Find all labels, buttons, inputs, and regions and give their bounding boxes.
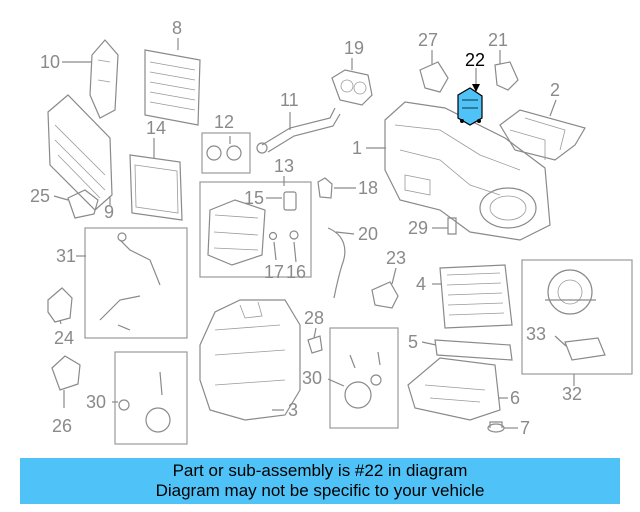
cap-part-15 (283, 191, 297, 211)
group-frame-12 (201, 132, 251, 174)
oring-part-16 (289, 230, 299, 240)
callout-1: 1 (352, 138, 362, 158)
leader-lines (53, 38, 575, 429)
seals-part-12 (206, 145, 242, 161)
actuator-part-22 (457, 87, 483, 126)
lower-cover-part-6 (407, 357, 501, 421)
callout-7: 7 (520, 418, 530, 438)
oring-part-17 (268, 231, 278, 241)
actuator-part-26 (51, 355, 81, 391)
callout-12: 12 (214, 112, 234, 132)
callout-33: 33 (526, 324, 546, 344)
callout-24: 24 (54, 328, 74, 348)
group-frame-30-left (114, 351, 188, 445)
gasket-part-19 (331, 69, 373, 106)
flap-part-30-left (118, 371, 171, 433)
blower-motor-part-32 (545, 269, 596, 315)
callout-18: 18 (358, 178, 378, 198)
group-frame-32 (521, 259, 633, 375)
callout-6: 6 (510, 388, 520, 408)
callout-20: 20 (358, 224, 378, 244)
actuator-part-24 (47, 287, 73, 323)
callout-14: 14 (146, 118, 166, 138)
callout-30-right: 30 (302, 368, 322, 388)
group-frame-30-right (329, 327, 399, 429)
group-frame-31 (84, 227, 188, 339)
callout-9: 9 (104, 202, 114, 222)
sensor-part-23 (371, 281, 399, 309)
bracket-part-10 (89, 39, 119, 119)
callout-2: 2 (550, 80, 560, 100)
callout-28: 28 (304, 308, 324, 328)
callout-30-left: 30 (86, 392, 106, 412)
callout-27: 27 (418, 30, 438, 50)
evaporator-part-9 (47, 94, 113, 211)
callout-10: 10 (40, 52, 60, 72)
filter-frame-part-5 (434, 339, 513, 361)
callout-5: 5 (408, 332, 418, 352)
callout-29: 29 (408, 218, 428, 238)
heater-core-part-8 (144, 49, 201, 126)
filter-part-4 (439, 264, 513, 329)
hvac-housing-part-1 (384, 101, 551, 241)
callout-16: 16 (286, 262, 306, 282)
expansion-valve-part-13 (207, 199, 266, 266)
callout-3: 3 (288, 400, 298, 420)
cabin-filter-part-14 (129, 154, 183, 221)
callout-25: 25 (30, 186, 50, 206)
bolt-part-29 (447, 217, 457, 235)
callout-15: 15 (244, 188, 264, 208)
duct-part-2 (499, 109, 586, 161)
bracket-part-27 (419, 61, 449, 93)
callout-8: 8 (172, 18, 182, 38)
grommet-part-18 (317, 177, 333, 199)
lower-housing-part-3 (199, 299, 301, 421)
actuator-part-25 (67, 189, 99, 219)
callout-17: 17 (264, 262, 284, 282)
callout-32: 32 (562, 384, 582, 404)
callout-21: 21 (488, 30, 508, 50)
drain-hose-part-20 (327, 227, 346, 299)
callout-23: 23 (386, 248, 406, 268)
callout-26: 26 (52, 416, 72, 436)
callout-4: 4 (416, 274, 426, 294)
group-frame-13 (199, 181, 312, 278)
callout-31: 31 (56, 246, 76, 266)
callout-13: 13 (274, 156, 294, 176)
banner-line-1: Part or sub-assembly is #22 in diagram (172, 461, 468, 480)
pipe-part-11 (256, 107, 341, 154)
flap-part-30-right (344, 351, 382, 409)
parts-diagram: 10 8 19 27 22 21 2 11 12 14 1 13 15 18 2… (30, 18, 633, 445)
callout-19: 19 (344, 38, 364, 58)
callout-11: 11 (280, 90, 299, 110)
info-banner: Part or sub-assembly is #22 in diagram D… (20, 458, 620, 504)
sensor-part-28 (307, 335, 323, 354)
resistor-part-33 (564, 337, 606, 361)
linkage-part-31 (99, 232, 161, 331)
screw-part-7 (487, 421, 505, 433)
callout-22: 22 (465, 50, 485, 70)
banner-line-2: Diagram may not be specific to your vehi… (155, 481, 485, 500)
bracket-part-21 (494, 61, 519, 91)
